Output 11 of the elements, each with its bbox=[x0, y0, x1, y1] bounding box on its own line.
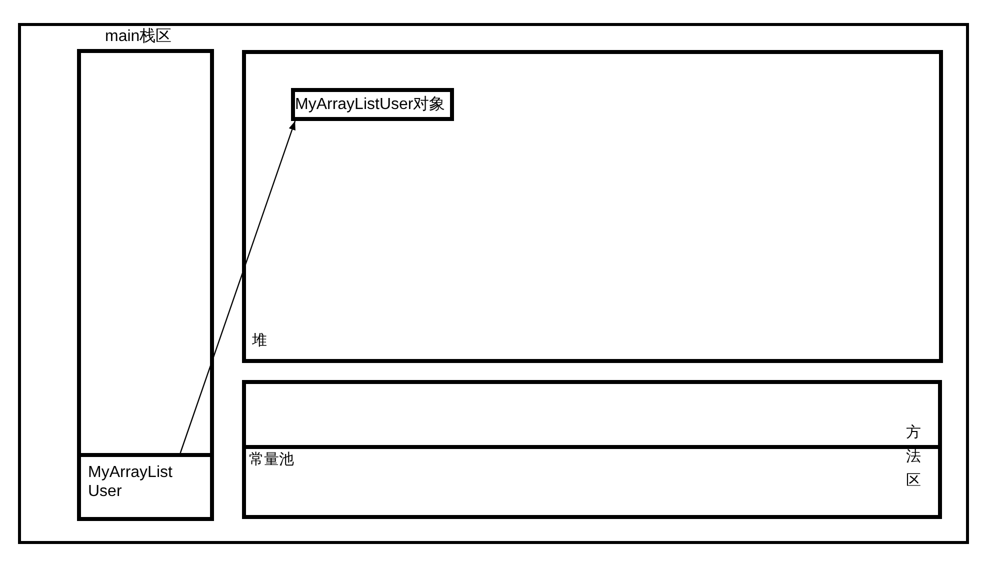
method-area-box bbox=[242, 380, 942, 519]
frame-box bbox=[18, 23, 969, 544]
arrow bbox=[180, 120, 296, 454]
object-label: MyArrayListUser对象 bbox=[295, 95, 446, 114]
area-label: 常量池 bbox=[249, 451, 294, 469]
object-box bbox=[291, 88, 454, 121]
heading: main栈区 bbox=[105, 27, 172, 46]
heap-box bbox=[242, 50, 943, 363]
area-label: 堆 bbox=[252, 332, 267, 350]
variable-label: MyArrayList User bbox=[88, 463, 174, 501]
area-label: 方法区 bbox=[906, 423, 922, 491]
